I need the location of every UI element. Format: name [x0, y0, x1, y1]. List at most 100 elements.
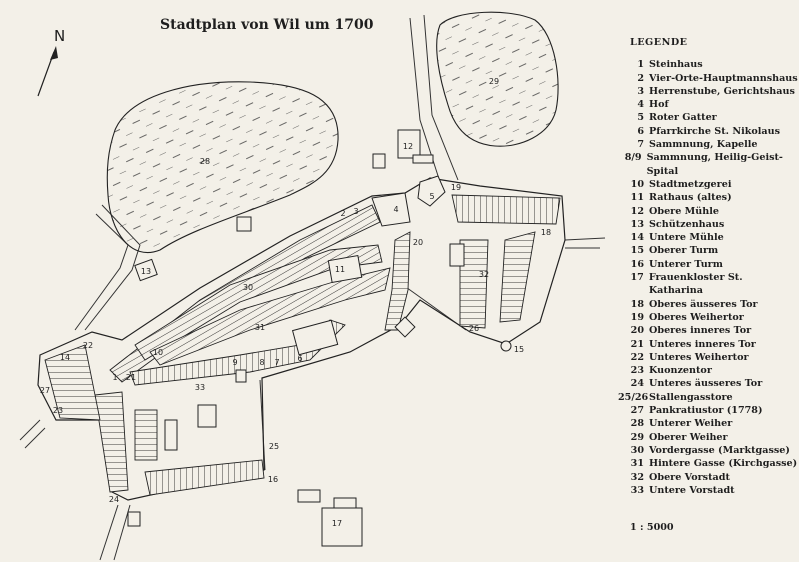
legend-item-text: Unteres Weihertor — [649, 351, 749, 363]
legend-item-number: 31 — [630, 458, 644, 470]
legend-item: 6 Pfarrkirche St. Nikolaus — [618, 125, 799, 138]
map-label-22: 22 — [83, 341, 93, 350]
map-label-27: 27 — [40, 386, 50, 395]
legend-item-text: Frauenkloster St. Katharina — [648, 272, 743, 297]
legend-item: 15 Oberer Turm — [618, 244, 799, 257]
legend-item-text: Herrenstube, Gerichtshaus — [649, 85, 795, 97]
legend-item-text: Vier-Orte-Hauptmannshaus — [649, 72, 798, 84]
legend-item-text: Stadtmetzgerei — [649, 178, 732, 190]
legend-item-text: Obere Vorstadt — [649, 471, 730, 483]
legend-item: 4 Hof — [618, 98, 799, 111]
map-label-24: 24 — [109, 495, 119, 504]
legend-item-number: 19 — [630, 311, 644, 323]
buildings — [127, 129, 512, 547]
legend-item-text: Kuonzentor — [649, 365, 712, 377]
legend-item-text: Hof — [649, 99, 669, 111]
legend-item: 32 Obere Vorstadt — [618, 471, 799, 484]
legend-item: 29 Oberer Weiher — [618, 431, 799, 444]
map-label-2: 2 — [340, 209, 345, 218]
legend-item-number: 5 — [637, 112, 644, 124]
legend-item-number: 22 — [630, 351, 644, 363]
map-label-3: 3 — [353, 207, 358, 216]
map-label-30: 30 — [243, 283, 253, 292]
legend-item-text: Oberes Weihertor — [649, 311, 744, 323]
legend-item-number: 20 — [630, 325, 644, 337]
pond-unterer-weiher — [106, 81, 339, 253]
map-label-25: 25 — [269, 442, 279, 451]
legend-item-number: 1 — [637, 59, 644, 71]
legend-item-text: Oberes inneres Tor — [649, 325, 752, 337]
map-label-7: 7 — [274, 358, 279, 367]
north-arrow-icon — [37, 46, 58, 97]
legend-item-text: Rathaus (altes) — [649, 192, 732, 204]
map-label-26: 26 — [469, 324, 479, 333]
legend-item-number: 11 — [630, 192, 644, 204]
map-label-21: 21 — [126, 373, 136, 382]
pond-oberer-weiher — [436, 11, 559, 147]
legend-item-number: 32 — [630, 471, 644, 483]
legend-item-number: 2 — [637, 72, 644, 84]
legend-item-text: Unterer Turm — [649, 258, 723, 270]
legend-item-text: Roter Gatter — [649, 112, 717, 124]
legend-item: 11 Rathaus (altes) — [618, 191, 799, 204]
legend-item-text: Sammnung, Kapelle — [649, 139, 758, 151]
map-label-29: 29 — [489, 77, 499, 86]
legend-item-text: Oberer Weiher — [649, 431, 728, 443]
legend-item-text: Pfarrkirche St. Nikolaus — [649, 125, 781, 137]
map-label-11: 11 — [335, 265, 345, 274]
legend-item-number: 4 — [637, 99, 644, 111]
map-label-33: 33 — [195, 383, 205, 392]
legend-item-number: 29 — [630, 431, 644, 443]
legend-item: 3 Herrenstube, Gerichtshaus — [618, 85, 799, 98]
map-label-31: 31 — [255, 323, 265, 332]
legend-item-number: 24 — [630, 378, 644, 390]
legend-item-number: 16 — [630, 258, 644, 270]
legend-item-number: 28 — [630, 418, 644, 430]
legend-item-number: 30 — [630, 444, 644, 456]
legend-item-text: Oberer Turm — [649, 245, 719, 257]
map-label-32: 32 — [479, 270, 489, 279]
map-label-17: 17 — [332, 519, 342, 528]
legend-item-number: 3 — [637, 85, 644, 97]
legend-item-number: 14 — [630, 232, 644, 244]
legend-item-text: Unteres äusseres Tor — [649, 378, 763, 390]
map-label-4: 4 — [393, 205, 398, 214]
legend-item-text: Unteres inneres Tor — [649, 338, 756, 350]
legend-item-number: 17 — [630, 272, 644, 284]
map-label-18: 18 — [541, 228, 551, 237]
legend-item-text: Steinhaus — [649, 59, 703, 71]
legend-item-text: Sammnung, Heilig-Geist-Spital — [646, 152, 783, 177]
legend-item-number: 15 — [630, 245, 644, 257]
legend-item: 24 Unteres äusseres Tor — [618, 377, 799, 390]
map-label-19: 19 — [451, 183, 461, 192]
map-title: Stadtplan von Wil um 1700 — [160, 17, 374, 33]
map-label-28: 28 — [200, 157, 210, 166]
legend-item: 17 Frauenkloster St. Katharina — [618, 271, 799, 298]
map-label-5: 5 — [429, 192, 434, 201]
map-label-1: 1 — [112, 373, 117, 382]
legend-item-number: 6 — [637, 125, 644, 137]
legend: LEGENDE 1 Steinhaus 2 Vier-Orte-Hauptmannsh… — [618, 36, 799, 534]
legend-item: 1 Steinhaus — [618, 58, 799, 71]
legend-heading: LEGENDE — [630, 37, 688, 48]
legend-item-text: Oberes äusseres Tor — [649, 298, 758, 310]
map-label-13: 13 — [141, 267, 151, 276]
map-label-16: 16 — [268, 475, 278, 484]
legend-item-number: 27 — [630, 405, 644, 417]
map-scale: 1 : 5000 — [630, 522, 674, 534]
map-label-14: 14 — [60, 353, 70, 362]
map-label-10: 10 — [153, 348, 163, 357]
map-label-9: 9 — [232, 358, 237, 367]
